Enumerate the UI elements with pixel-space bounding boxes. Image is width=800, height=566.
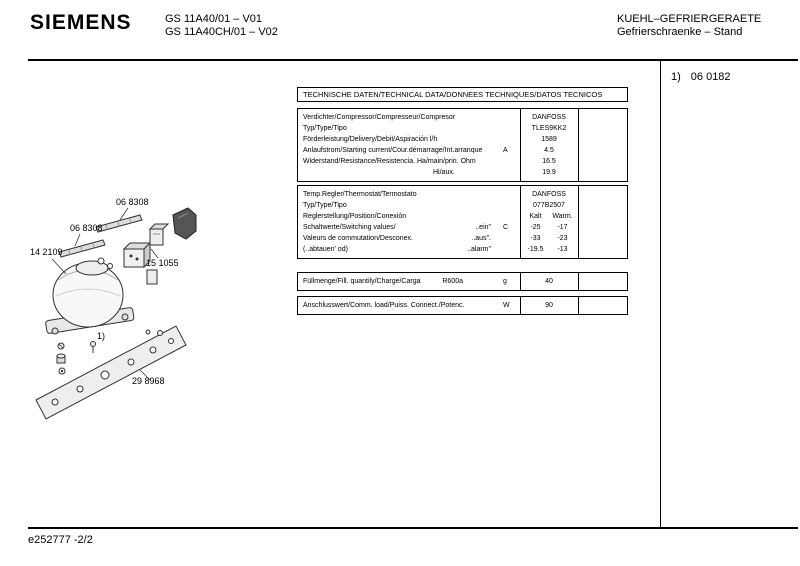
spec-sublabel: ..aus". — [471, 235, 491, 242]
spec-row: Hi/aux. 19.9 — [298, 167, 627, 178]
footnote-marker: 1) — [97, 331, 106, 341]
model-line-1: GS 11A40/01 – V01 — [165, 13, 263, 25]
part-label-29-8968: 29 8968 — [132, 376, 165, 386]
spec-row: Typ/Type/Tipo 077B2507 — [298, 200, 627, 211]
part-label-15-1055: 15 1055 — [146, 258, 179, 268]
tube-part-top — [95, 214, 143, 233]
refrigerant-type: R600a — [442, 278, 463, 285]
spec-value: 19.9 — [542, 169, 556, 176]
column-divider — [520, 109, 521, 181]
model-line-2: GS 11A40CH/01 – V02 — [165, 26, 278, 38]
footer-rule — [28, 527, 798, 529]
fastener-parts — [56, 341, 96, 375]
spec-value: TLES9KK2 — [531, 125, 567, 132]
spec-label: Typ/Type/Tipo — [303, 202, 347, 209]
spec-row: Füllmenge/Fill. quantily/Charge/Carga R60… — [298, 276, 627, 287]
model-numbers: GS 11A40/01 – V01 GS 11A40CH/01 – V02 — [165, 13, 278, 39]
spec-unit: C — [503, 224, 509, 231]
brand-logo: SIEMENS — [30, 11, 132, 34]
mounting-rail-part — [35, 325, 187, 420]
spec-row: Valeurs de commutation/Desconex...aus". … — [298, 233, 627, 244]
spec-row: Verdichter/Compressor/Compresseur/Compre… — [298, 112, 627, 123]
spec-unit: g — [503, 278, 507, 285]
column-divider — [578, 109, 579, 181]
column-divider — [520, 297, 521, 314]
spec-label: Widerstand/Resistance/Resistencia. Ha/ma… — [303, 158, 476, 165]
spec-row: Reglerstellung/Position/Conexión Kalt War… — [298, 211, 627, 222]
thermostat-spec-block: Temp.Regler/Thermostat/Termostato DANFOS… — [297, 185, 628, 259]
column-divider — [520, 273, 521, 290]
spec-value-warm: -23 — [557, 235, 568, 242]
spec-row: Förderleistung/Delivery/Debit/Aspiración… — [298, 134, 627, 145]
tube-part-lower — [58, 239, 106, 258]
spec-value-warm: Warm. — [552, 213, 573, 220]
right-column-divider — [660, 60, 661, 528]
spec-unit: W — [503, 302, 510, 309]
appliance-category: KUEHL–GEFRIERGERAETE Gefrierschraenke – … — [617, 13, 761, 39]
spec-label: Schaltwerte/Switching values/ — [303, 224, 396, 231]
spec-sublabel: ..ein" — [475, 224, 491, 231]
part-label-14-2109: 14 2109 — [30, 247, 63, 257]
part-label-06-8308-lower: 06 8308 — [70, 223, 103, 233]
column-divider — [578, 186, 579, 258]
spec-label: Füllmenge/Fill. quantily/Charge/Carga — [303, 278, 421, 285]
compressor-illustration — [45, 257, 135, 335]
spec-value: 1589 — [541, 136, 557, 143]
part-label-06-8308-top: 06 8308 — [116, 197, 149, 207]
footnote-reference: 1) 06 0182 — [671, 71, 731, 83]
table-title: TECHNISCHE DATEN/TECHNICAL DATA/DONNEES … — [297, 87, 628, 102]
category-line-1: KUEHL–GEFRIERGERAETE — [617, 13, 762, 25]
spec-row: (..abtauen' od) ..alarm" -19.5 -13 — [298, 244, 627, 255]
spec-value-warm: -17 — [557, 224, 568, 231]
spec-value: 077B2507 — [533, 202, 565, 209]
spec-value-cold: -33 — [530, 235, 541, 242]
spec-label: (..abtauen' od) — [303, 246, 348, 253]
spec-row: Typ/Type/Tipo TLES9KK2 — [298, 123, 627, 134]
spec-label: Typ/Type/Tipo — [303, 125, 347, 132]
refrigerant-spec-block: Füllmenge/Fill. quantily/Charge/Carga R60… — [297, 272, 628, 291]
category-line-2: Gefrierschraenke – Stand — [617, 26, 743, 38]
column-divider — [578, 297, 579, 314]
spec-row: Anlaufstrom/Starting current/Cour.démarr… — [298, 145, 627, 156]
spec-value-cold: -19.5 — [527, 246, 544, 253]
footnote-part-number: 06 0182 — [690, 71, 731, 83]
spec-value: 16.5 — [542, 158, 556, 165]
spec-label: Förderleistung/Delivery/Debit/Aspiración… — [303, 136, 438, 143]
spec-label: Anschlusswert/Comm. load/Puiss. Connect.… — [303, 302, 465, 309]
connected-load-spec-block: Anschlusswert/Comm. load/Puiss. Connect.… — [297, 296, 628, 315]
spec-unit: A — [503, 147, 508, 154]
spec-label: Valeurs de commutation/Desconex. — [303, 235, 413, 242]
spec-label: Reglerstellung/Position/Conexión — [303, 213, 407, 220]
spec-value: DANFOSS — [532, 114, 566, 121]
spec-value-cold: -25 — [530, 224, 541, 231]
spec-value: DANFOSS — [532, 191, 566, 198]
document-number: e252777 -2/2 — [28, 534, 93, 546]
spec-value: 40 — [545, 278, 553, 285]
spec-row: Anschlusswert/Comm. load/Puiss. Connect.… — [298, 300, 627, 311]
spec-label: Anlaufstrom/Starting current/Cour.démarr… — [303, 147, 483, 154]
column-divider — [578, 273, 579, 290]
spec-label: Verdichter/Compressor/Compresseur/Compre… — [303, 114, 456, 121]
spec-row: Temp.Regler/Thermostat/Termostato DANFOS… — [298, 189, 627, 200]
spec-label: Temp.Regler/Thermostat/Termostato — [303, 191, 417, 198]
spec-row: Schaltwerte/Switching values/ ..ein" C -25… — [298, 222, 627, 233]
compressor-spec-block: Verdichter/Compressor/Compresseur/Compre… — [297, 108, 628, 182]
spec-sublabel: ..alarm" — [467, 246, 491, 253]
spec-value-warm: -13 — [557, 246, 568, 253]
spec-value: 90 — [545, 302, 553, 309]
spec-value: 4.5 — [544, 147, 554, 154]
spec-value-cold: Kalt — [529, 213, 542, 220]
spec-label: Hi/aux. — [433, 169, 455, 176]
header-rule — [28, 59, 798, 61]
spec-row: Widerstand/Resistance/Resistencia. Ha/ma… — [298, 156, 627, 167]
footnote-ref-number: 1) — [671, 71, 681, 83]
relay-cover-part — [172, 207, 197, 240]
column-divider — [520, 186, 521, 258]
leader-lines — [51, 207, 159, 381]
bracket-part — [146, 223, 170, 285]
